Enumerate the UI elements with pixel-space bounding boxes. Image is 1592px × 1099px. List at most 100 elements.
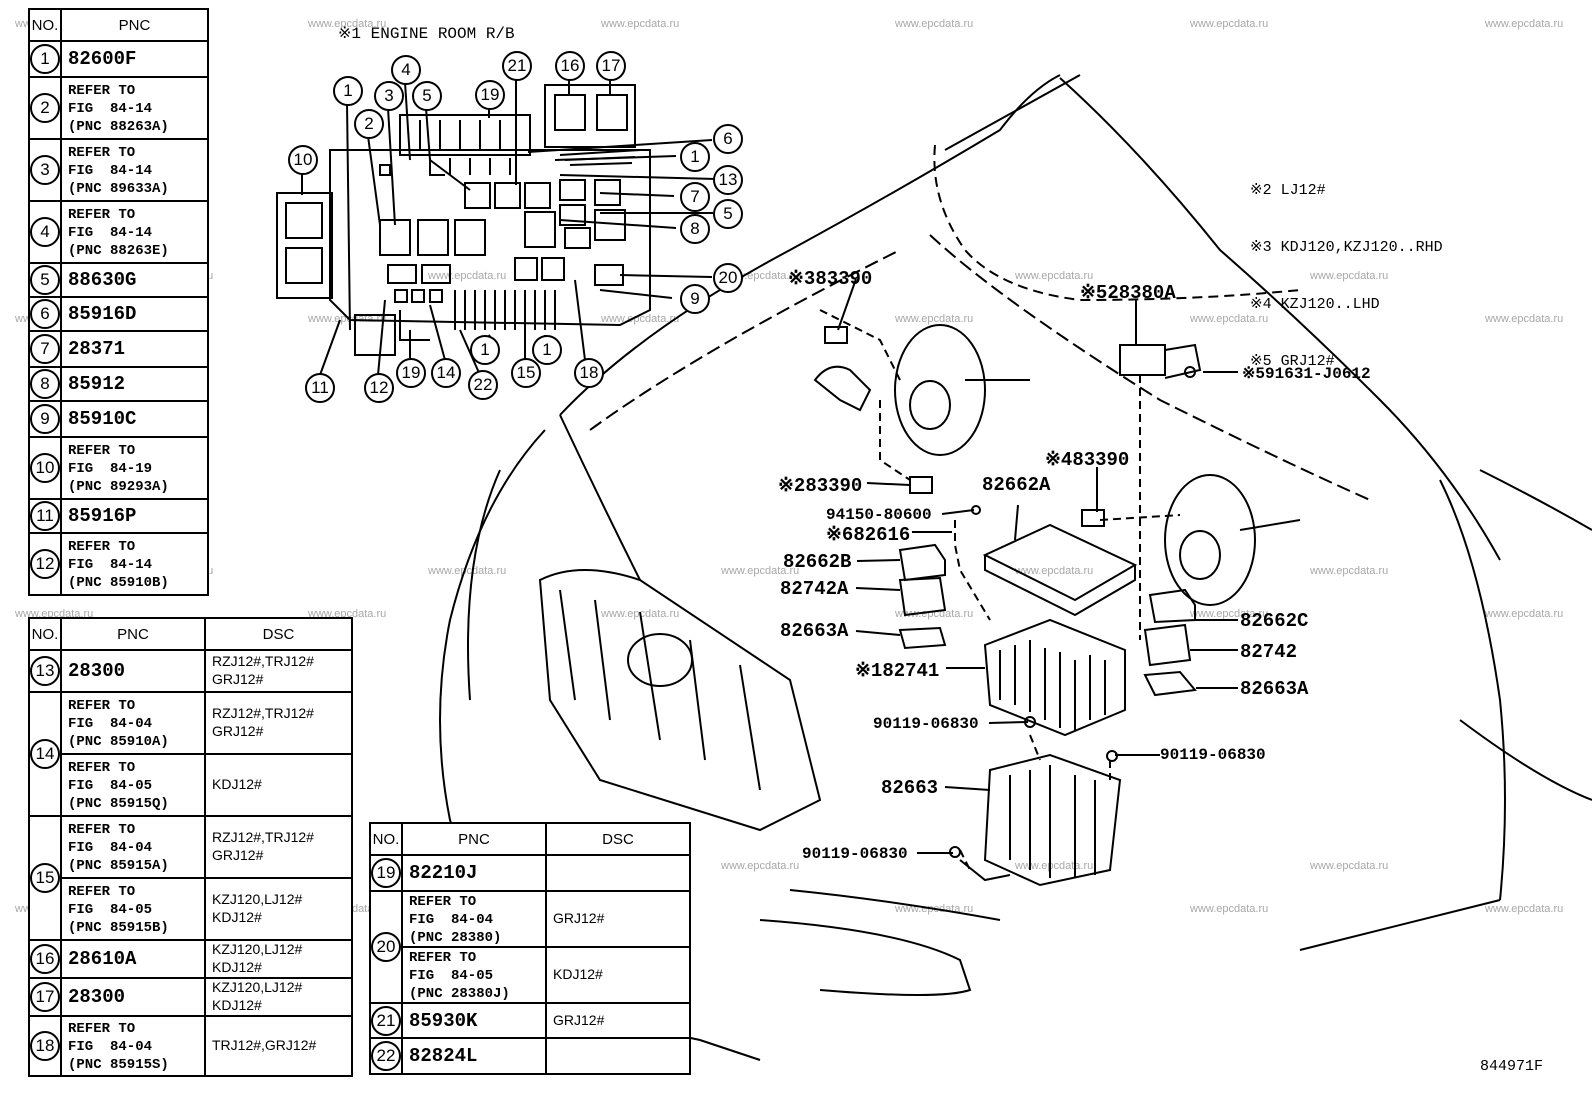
table-row: REFER TO FIG 84-05 (PNC 85915B) KZJ120,LJ… [29,877,353,941]
dsc-cell: RZJ12#,TRJ12# GRJ12# [204,815,353,879]
pnc-value: REFER TO FIG 84-04 (PNC 28380) [409,894,502,946]
watermark-text: www.epcdata.ru [1015,270,1094,282]
pnc-cell: REFER TO FIG 84-14 (PNC 88263A) [60,76,209,140]
callout-number: 19 [371,858,401,888]
variant-mark: ※1 [855,660,883,682]
label-90119-06830-b: 90119-06830 [1160,746,1266,764]
label-82663: 82663 [881,777,939,799]
pnc-value: 28610A [68,948,137,970]
pnc-value: 28300 [68,660,126,682]
note-line: ※3 KDJ120,KZJ120..RHD [1250,239,1443,256]
part-number: 83390 [805,475,863,497]
label-82741: ※182741 [855,659,939,682]
label-82662A: 82662A [982,474,1051,496]
watermark-text: www.epcdata.ru [1190,18,1269,30]
dsc-value: KZJ120,LJ12# KDJ12# [212,941,303,975]
variant-mark: ※6 [826,524,854,546]
dsc-cell: RZJ12#,TRJ12# GRJ12# [204,691,353,755]
pnc-cell: 85912 [60,366,209,402]
row-number-cell: 9 [28,400,62,438]
label-82663A-right: 82663A [1240,678,1309,700]
pnc-value: 88630G [68,269,137,291]
watermark-text: www.epcdata.ru [895,313,974,325]
col-no-header: NO. [369,822,403,856]
dsc-value: GRJ12# [553,1011,605,1028]
dsc-value: GRJ12# [553,910,605,926]
variant-mark: ※2 [778,475,806,497]
callout-number: 20 [371,932,401,962]
pnc-value: REFER TO FIG 84-14 (PNC 88263A) [68,83,169,135]
label-82742A: 82742A [780,578,849,600]
label-83390-lhd: ※483390 [1045,448,1129,471]
label-82662B: 82662B [783,551,852,573]
row-number-cell: 20 [369,890,403,1004]
inset-callout: 1 [680,142,710,172]
row-number-cell: 3 [28,138,62,202]
table-row: REFER TO FIG 84-05 (PNC 28380J)KDJ12# [370,946,691,1004]
inset-callout: 1 [532,335,562,365]
pnc-value: REFER TO FIG 84-05 (PNC 85915B) [68,884,169,936]
pnc-cell: 85916D [60,296,209,332]
col-dsc-header: DSC [545,822,691,856]
watermark-text: www.epcdata.ru [1015,860,1094,872]
inset-callout: 11 [305,373,335,403]
pnc-cell: 28300 [60,649,206,693]
pnc-value: REFER TO FIG 84-14 (PNC 85910B) [68,539,169,591]
col-pnc-header: PNC [60,8,209,42]
inset-callout: 18 [574,358,604,388]
pnc-value: REFER TO FIG 84-05 (PNC 85915Q) [68,760,169,812]
pnc-cell: 85910C [60,400,209,438]
inset-callout: 14 [431,358,461,388]
dsc-cell: KDJ12# [204,753,353,817]
row-number-cell: 17 [28,977,62,1017]
row-number-cell: 7 [28,330,62,368]
callout-number: 1 [30,44,60,74]
inset-callout: 8 [680,214,710,244]
variant-mark: ※5 [1242,365,1266,383]
pnc-cell: REFER TO FIG 84-05 (PNC 85915Q) [60,753,206,817]
col-no-header: NO. [28,617,62,651]
row-number-cell: 13 [28,649,62,693]
callout-number: 11 [30,501,60,531]
dsc-value: RZJ12#,TRJ12# GRJ12# [212,829,314,863]
pnc-cell: REFER TO FIG 84-14 (PNC 85910B) [60,532,209,596]
inset-callout: 20 [713,263,743,293]
label-82742: 82742 [1240,641,1298,663]
pnc-cell: REFER TO FIG 84-14 (PNC 89633A) [60,138,209,202]
part-number: 83390 [1072,449,1130,471]
pnc-cell: 82210J [401,854,547,892]
pnc-value: 82600F [68,48,137,70]
row-number-cell: 18 [28,1015,62,1077]
pnc-value: 85916D [68,303,137,325]
watermark-text: www.epcdata.ru [601,18,680,30]
callout-number: 8 [30,369,60,399]
inset-callout: 15 [511,358,541,388]
dsc-cell: GRJ12# [545,890,691,948]
row-number-cell: 22 [369,1037,403,1075]
note-line: ※5 GRJ12# [1250,353,1335,370]
watermark-text: www.epcdata.ru [1485,18,1564,30]
dsc-cell: GRJ12# [545,1002,691,1039]
table-header-row: NO. PNC DSC [28,617,353,651]
inset-callout: 5 [713,199,743,229]
part-number: 91631-J0612 [1265,365,1371,383]
inset-callout: 5 [412,81,442,111]
label-82616: ※682616 [826,523,910,546]
watermark-text: www.epcdata.ru [1485,903,1564,915]
inset-callout: 6 [713,124,743,154]
pnc-value: REFER TO FIG 84-05 (PNC 28380J) [409,950,510,1002]
label-83390-lj: ※283390 [778,474,862,497]
pnc-cell: REFER TO FIG 84-04 (PNC 85915A) [60,815,206,879]
callout-number: 3 [30,155,60,185]
dsc-value: KZJ120,LJ12# KDJ12# [212,891,303,925]
table-row: REFER TO FIG 84-05 (PNC 85915Q) KDJ12# [29,753,353,817]
row-number-cell: 6 [28,296,62,332]
